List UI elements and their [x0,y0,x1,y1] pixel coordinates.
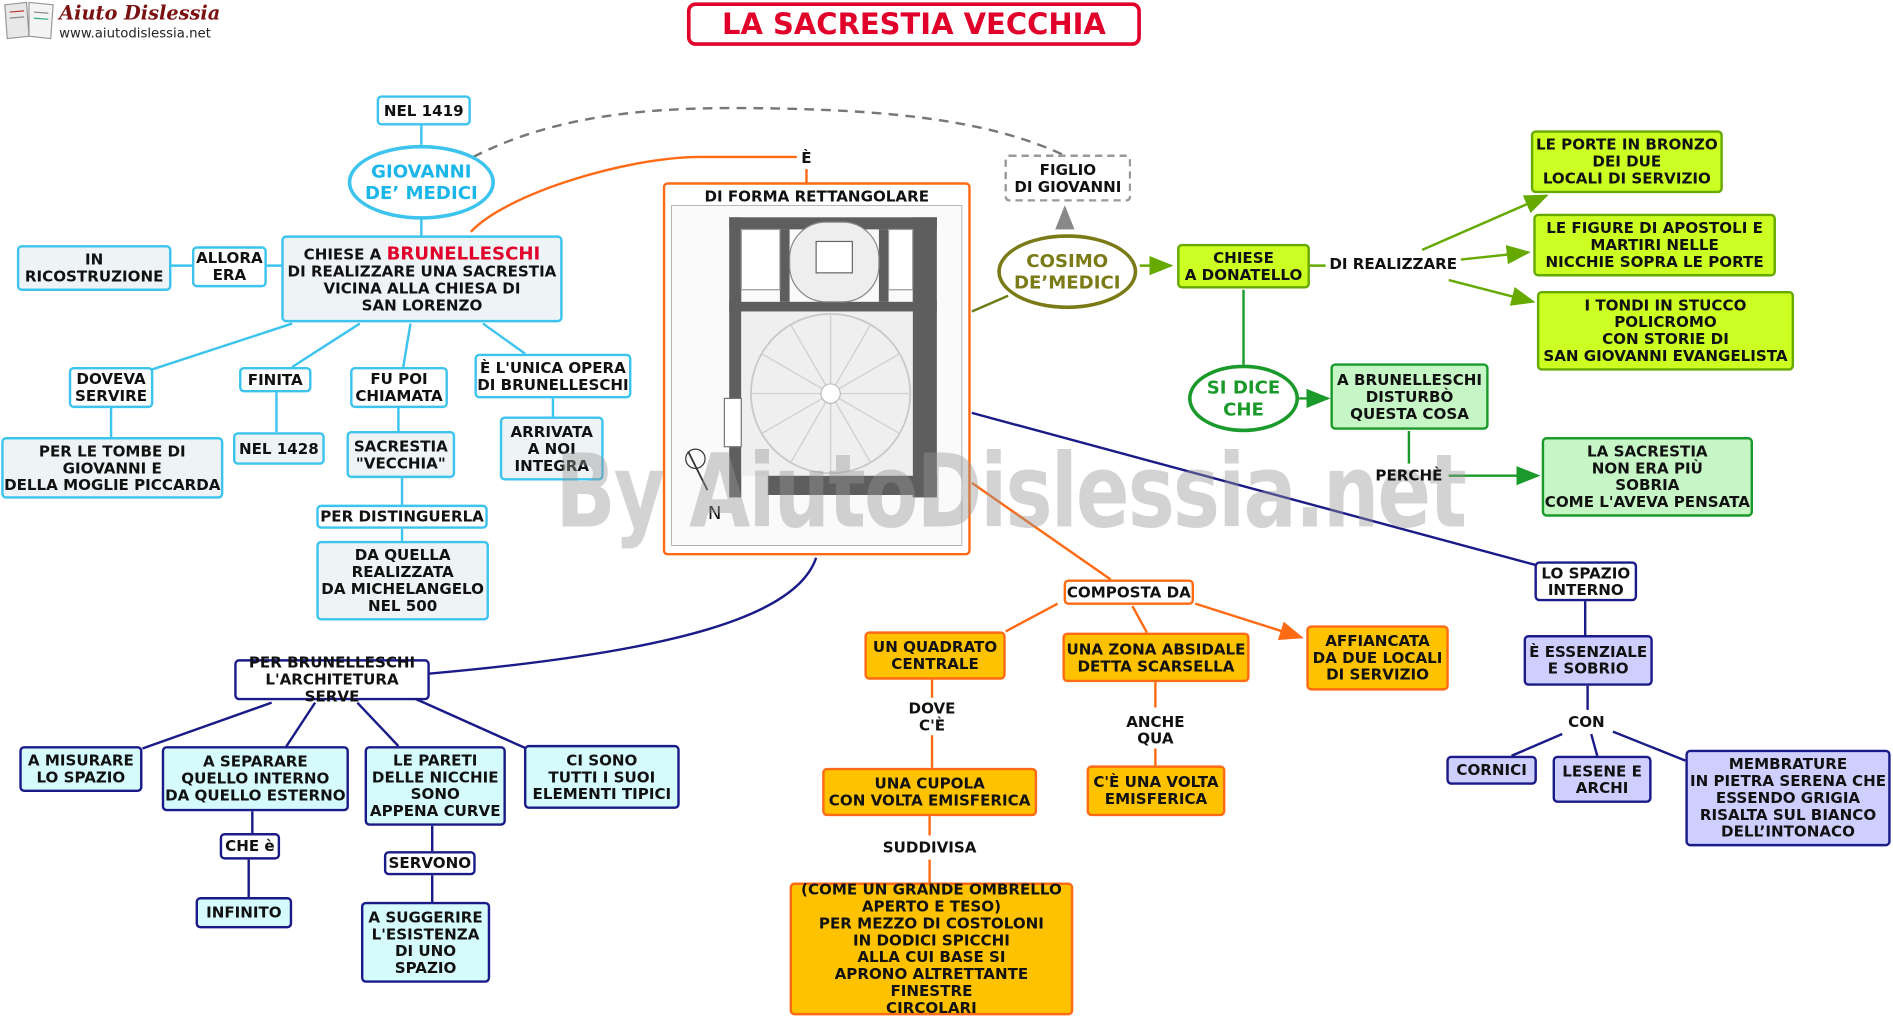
cupola-box: UNA CUPOLA CON VOLTA EMISFERICA [822,767,1038,817]
unica-opera-box: È L'UNICA OPERA DI BRUNELLESCHI [474,353,632,399]
lesene-box: LESENE E ARCHI [1552,755,1652,803]
composta-da-box: COMPOSTA DA [1063,579,1195,605]
nel-1428-box: NEL 1428 [233,432,325,465]
chiese-prefix: CHIESE A [303,244,387,263]
disturbo-box: A BRUNELLESCHI DISTURBÒ QUESTA COSA [1330,363,1489,430]
che-e-box: CHE è [219,833,281,860]
ricostruzione-box: IN RICOSTRUZIONE [16,245,172,291]
essenziale-box: È ESSENZIALE E SOBRIO [1523,635,1653,686]
doveva-servire-box: DOVEVA SERVIRE [68,367,154,409]
tombe-box: PER LE TOMBE DI GIOVANNI E DELLA MOGLIE … [1,437,224,499]
volta-box: C'È UNA VOLTA EMISFERICA [1086,765,1226,817]
per-brunelleschi-box: PER BRUNELLESCHI L'ARCHITETURA SERVE [234,654,430,704]
tondi-box: I TONDI IN STUCCO POLICROMO CON STORIE D… [1536,290,1795,371]
pareti-box: LE PARETI DELLE NICCHIE SONO APPENA CURV… [364,746,506,826]
separare-box: A SEPARARE QUELLO INTERNO DA QUELLO ESTE… [161,746,349,812]
logo-url: www.aiutodislessia.net [59,25,211,42]
absidale-box: UNA ZONA ABSIDALE DETTA SCARSELLA [1062,632,1250,683]
sobria-box: LA SACRESTIA NON ERA PIÙ SOBRIA COME L'A… [1541,437,1753,517]
donatello-box: CHIESE A DONATELLO [1177,243,1310,289]
porte-box: LE PORTE IN BRONZO DEI DUE LOCALI DI SER… [1530,130,1723,194]
page-title: LA SACRESTIA VECCHIA [686,2,1141,46]
di-realizzare-label: DI REALIZZARE [1329,254,1458,273]
arrivata-integra-box: ARRIVATA A NOI INTEGRA [499,416,604,481]
fu-poi-chiamata-box: FU POI CHIAMATA [350,367,448,409]
chiese-rest: DI REALIZZARE UNA SACRESTIA VICINA ALLA … [287,261,557,314]
sacrestia-floor-plan [671,205,963,546]
con-label: CON [1568,712,1605,731]
affiancata-box: AFFIANCATA DA DUE LOCALI DI SERVIZIO [1306,625,1449,691]
north-marker: N [707,502,722,524]
watermark: By AiutoDislessia.net [555,432,1467,551]
membrature-box: MEMBRATURE IN PIETRA SERENA CHE ESSENDO … [1685,749,1891,847]
finita-box: FINITA [239,367,312,393]
perche-label: PERCHÈ [1375,466,1443,485]
ombrello-box: (COME UN GRANDE OMBRELLO APERTO E TESO) … [789,881,1074,1016]
figlio-box: FIGLIO DI GIOVANNI [1004,154,1132,202]
michelangelo-box: DA QUELLA REALIZZATA DA MICHELANGELO NEL… [316,540,489,621]
logo-book-icon [2,0,55,41]
quadrato-box: UN QUADRATO CENTRALE [864,631,1006,680]
spazio-interno-box: LO SPAZIO INTERNO [1534,561,1638,602]
misurare-box: A MISURARE LO SPAZIO [19,746,143,792]
servono-box: SERVONO [383,851,476,876]
anche-qua-label: ANCHE QUA [1126,712,1185,748]
cornici-box: CORNICI [1446,755,1537,785]
giovanni-de-medici-node: GIOVANNI DE’ MEDICI [347,144,495,220]
nel-1419-box: NEL 1419 [376,95,471,126]
allora-era-box: ALLORA ERA [191,246,267,288]
ci-sono-box: CI SONO TUTTI I SUOI ELEMENTI TIPICI [523,744,680,809]
sacrestia-vecchia-box: SACRESTIA "VECCHIA" [346,431,456,479]
suggerire-box: A SUGGERIRE L'ESISTENZA DI UNO SPAZIO [360,901,491,983]
chiese-brunelleschi-box: CHIESE A BRUNELLESCHI DI REALIZZARE UNA … [281,235,563,323]
suddivisa-label: SUDDIVISA [882,837,977,856]
dove-label: DOVE C'È [908,698,956,734]
brunelleschi-name: BRUNELLESCHI [386,242,541,264]
infinito-box: INFINITO [195,897,293,929]
si-dice-che-node: SI DICE CHE [1187,364,1300,433]
e-label: È [801,148,812,167]
rettangolare-label: DI FORMA RETTANGOLARE [704,187,930,206]
figure-box: LE FIGURE DI APOSTOLI E MARTIRI NELLE NI… [1533,213,1776,277]
logo-name: Aiuto Dislessia [59,1,221,25]
cosimo-de-medici-node: COSIMO DE’MEDICI [997,234,1138,310]
distinguerla-box: PER DISTINGUERLA [316,504,488,529]
